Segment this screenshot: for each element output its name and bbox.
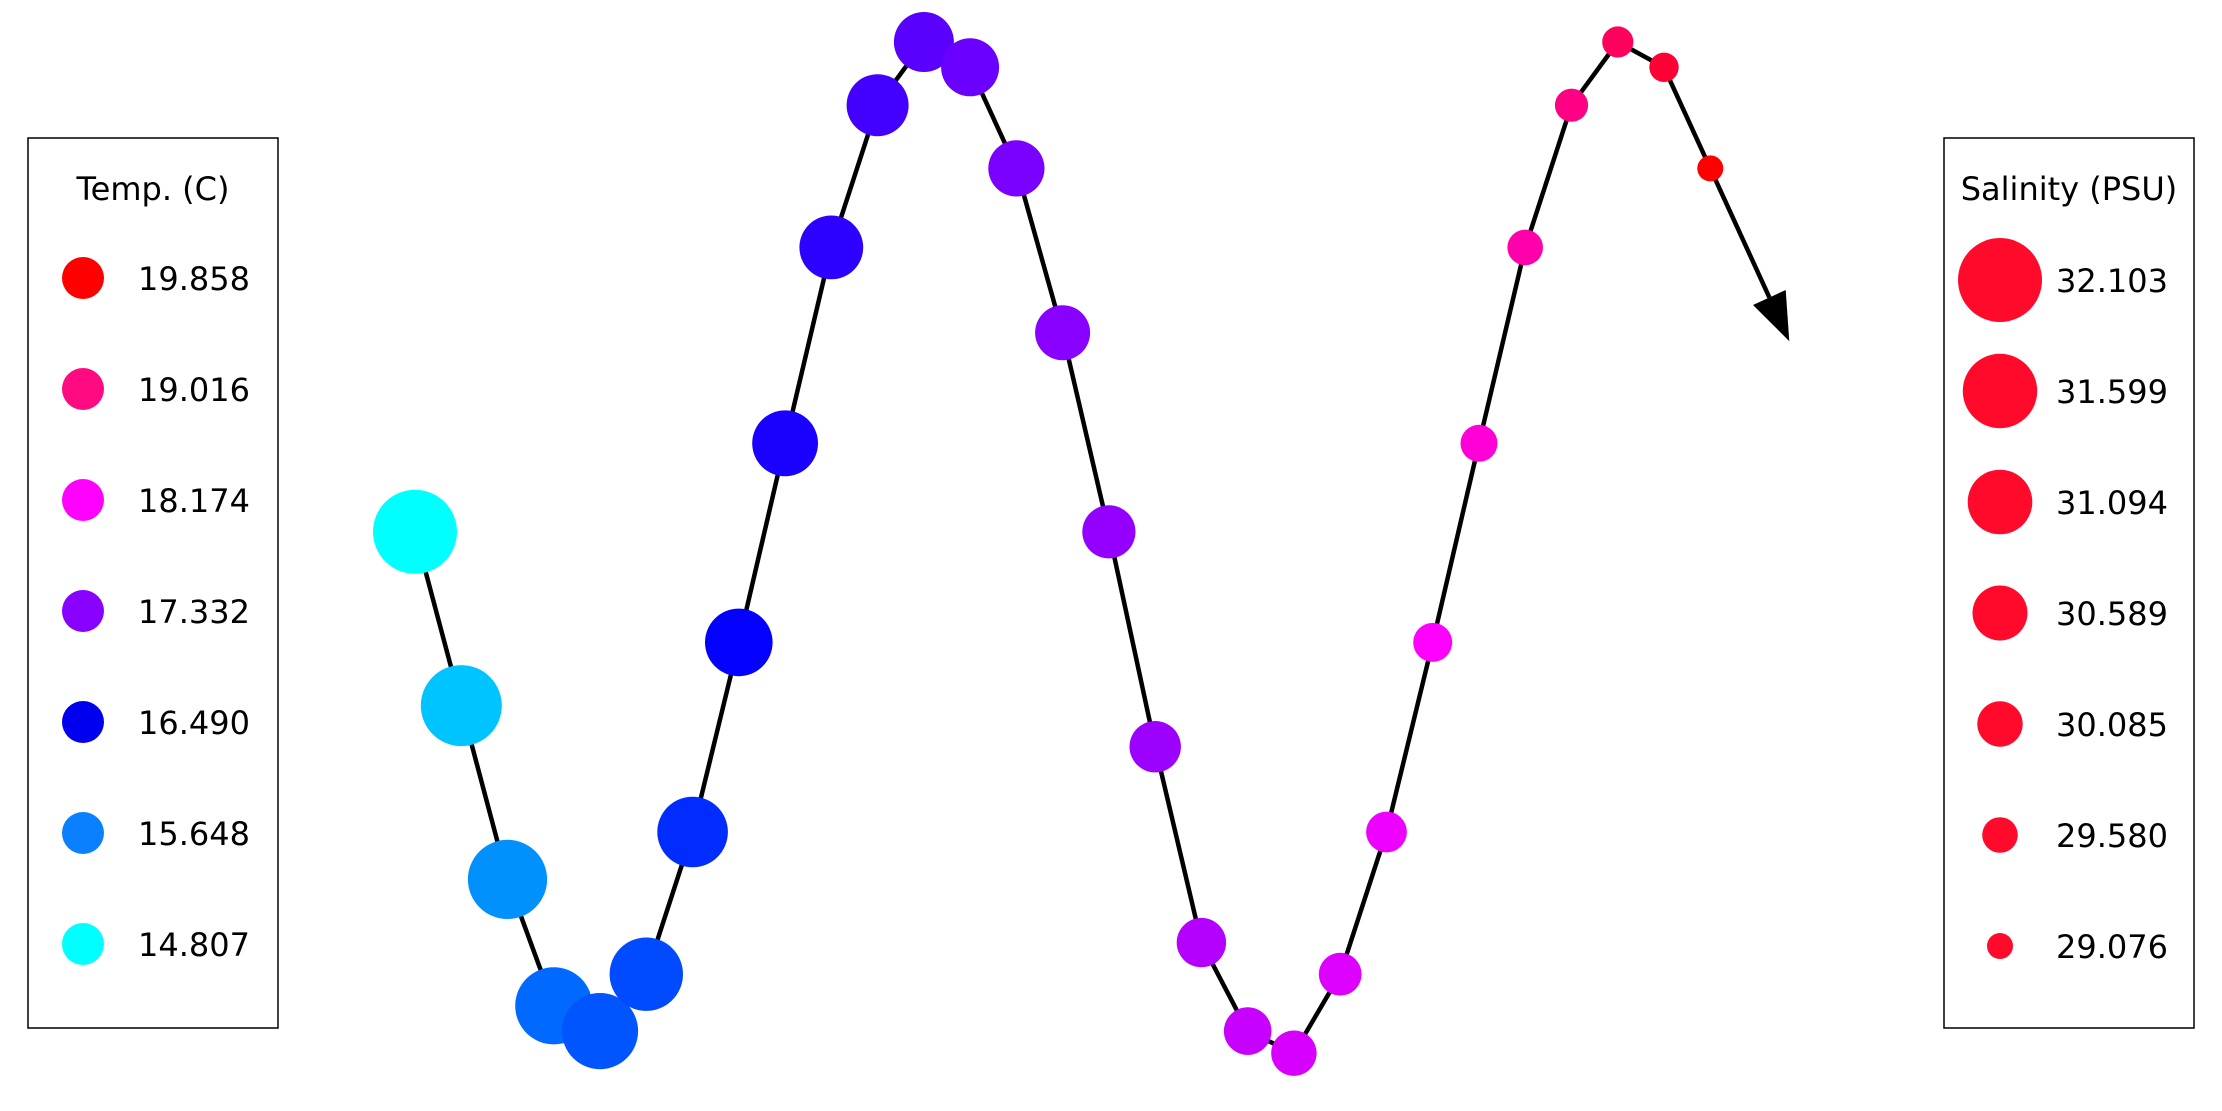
temperature-legend: Temp. (C) 19.858 19.016 18.174 17.332 16.490… — [27, 137, 279, 1029]
salinity-legend-label: 31.599 — [2056, 373, 2168, 411]
data-point — [467, 839, 548, 920]
data-point — [846, 74, 909, 137]
data-point — [1413, 622, 1453, 662]
temperature-legend-marker — [62, 701, 104, 743]
salinity-legend-frame — [1943, 137, 2195, 1029]
salinity-legend: Salinity (PSU) 32.103 31.599 31.094 30.589 3… — [1943, 137, 2195, 1029]
salinity-legend-label: 30.085 — [2056, 706, 2168, 744]
data-point — [941, 38, 1000, 97]
salinity-legend-label: 32.103 — [2056, 262, 2168, 300]
data-point — [1129, 721, 1181, 773]
salinity-legend-marker — [1958, 238, 2042, 322]
temperature-legend-label: 18.174 — [138, 482, 250, 520]
data-point — [893, 12, 954, 72]
salinity-legend-label: 30.589 — [2056, 595, 2168, 633]
temperature-legend-marker — [62, 368, 104, 410]
temperature-legend-label: 15.648 — [138, 815, 250, 853]
data-point — [1176, 917, 1227, 968]
data-point — [1318, 952, 1362, 996]
salinity-legend-label: 29.580 — [2056, 817, 2168, 855]
salinity-legend-marker — [1977, 701, 2023, 747]
temperature-legend-label: 19.016 — [138, 371, 250, 409]
data-point — [1649, 52, 1679, 82]
data-point — [609, 937, 683, 1011]
data-point — [1223, 1007, 1272, 1055]
data-point — [561, 993, 639, 1070]
data-point — [1460, 424, 1498, 462]
temperature-legend-marker — [62, 257, 104, 299]
data-point — [657, 796, 728, 868]
data-point — [1507, 229, 1543, 266]
salinity-legend-marker — [1962, 353, 2038, 429]
temperature-legend-title: Temp. (C) — [76, 170, 230, 208]
salinity-legend-marker — [1987, 933, 2013, 959]
data-point — [373, 489, 457, 574]
salinity-legend-title: Salinity (PSU) — [1961, 170, 2178, 208]
data-point — [1554, 88, 1589, 122]
salinity-legend-label: 31.094 — [2056, 484, 2168, 522]
data-point — [799, 215, 864, 280]
data-point — [1271, 1030, 1317, 1076]
data-point — [988, 140, 1045, 197]
temperature-legend-label: 14.807 — [138, 926, 250, 964]
trajectory-arrowhead — [1753, 290, 1790, 342]
data-point — [1366, 811, 1407, 853]
data-point — [752, 410, 818, 477]
data-point — [1697, 155, 1724, 182]
temperature-legend-marker — [62, 923, 104, 965]
data-point — [1602, 26, 1634, 58]
temperature-legend-label: 19.858 — [138, 260, 250, 298]
data-point — [705, 608, 773, 677]
salinity-legend-marker — [1967, 469, 2033, 535]
salinity-legend-label: 29.076 — [2056, 928, 2168, 966]
data-point — [1035, 305, 1091, 361]
temperature-legend-marker — [62, 479, 104, 521]
temperature-legend-label: 16.490 — [138, 704, 250, 742]
temperature-legend-label: 17.332 — [138, 593, 250, 631]
plot-area — [373, 12, 1790, 1076]
salinity-legend-marker — [1982, 817, 2018, 853]
temperature-legend-marker — [62, 590, 104, 632]
data-point — [1082, 505, 1136, 559]
temperature-legend-marker — [62, 812, 104, 854]
salinity-legend-marker — [1972, 585, 2028, 641]
data-point — [420, 665, 502, 747]
